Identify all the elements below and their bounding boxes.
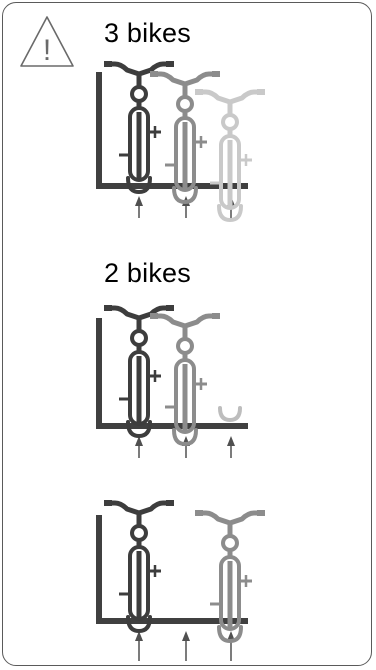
diagram-two-bikes-spaced (0, 485, 376, 665)
slot-arrows (135, 436, 235, 458)
bike-2 (150, 71, 220, 205)
slot-arrow-1 (135, 631, 143, 661)
slot-arrow-2 (182, 436, 190, 458)
rack-diagram-1 (96, 61, 265, 223)
bike-1 (104, 305, 174, 439)
diagram-two-bikes (0, 290, 376, 470)
section-2-title: 2 bikes (104, 258, 191, 288)
slot-arrow-1 (135, 436, 143, 458)
warning-exclamation: ! (43, 34, 51, 67)
slot-arrow-3 (227, 631, 235, 661)
bike-3 (195, 89, 265, 223)
rack-base (96, 423, 248, 429)
slot-arrow-1 (135, 196, 143, 218)
empty-slot-wheel (218, 406, 242, 423)
rack-post (96, 318, 102, 428)
slot-arrow-3 (227, 436, 235, 458)
bike-2 (195, 510, 265, 644)
section-1-title: 3 bikes (104, 18, 191, 48)
rack-base (96, 183, 248, 189)
rack-base (96, 618, 248, 624)
slot-arrow-2 (182, 631, 190, 661)
slot-arrow-2 (182, 196, 190, 218)
rack-diagram-3 (96, 500, 265, 661)
bike-1 (104, 61, 174, 195)
bike-1 (104, 500, 174, 634)
diagram-three-bikes (0, 50, 376, 230)
warning-triangle-icon: ! (20, 16, 74, 67)
bike-2 (150, 313, 220, 447)
rack-diagram-2 (96, 305, 248, 458)
rack-post (96, 515, 102, 623)
rack-post (96, 72, 102, 188)
